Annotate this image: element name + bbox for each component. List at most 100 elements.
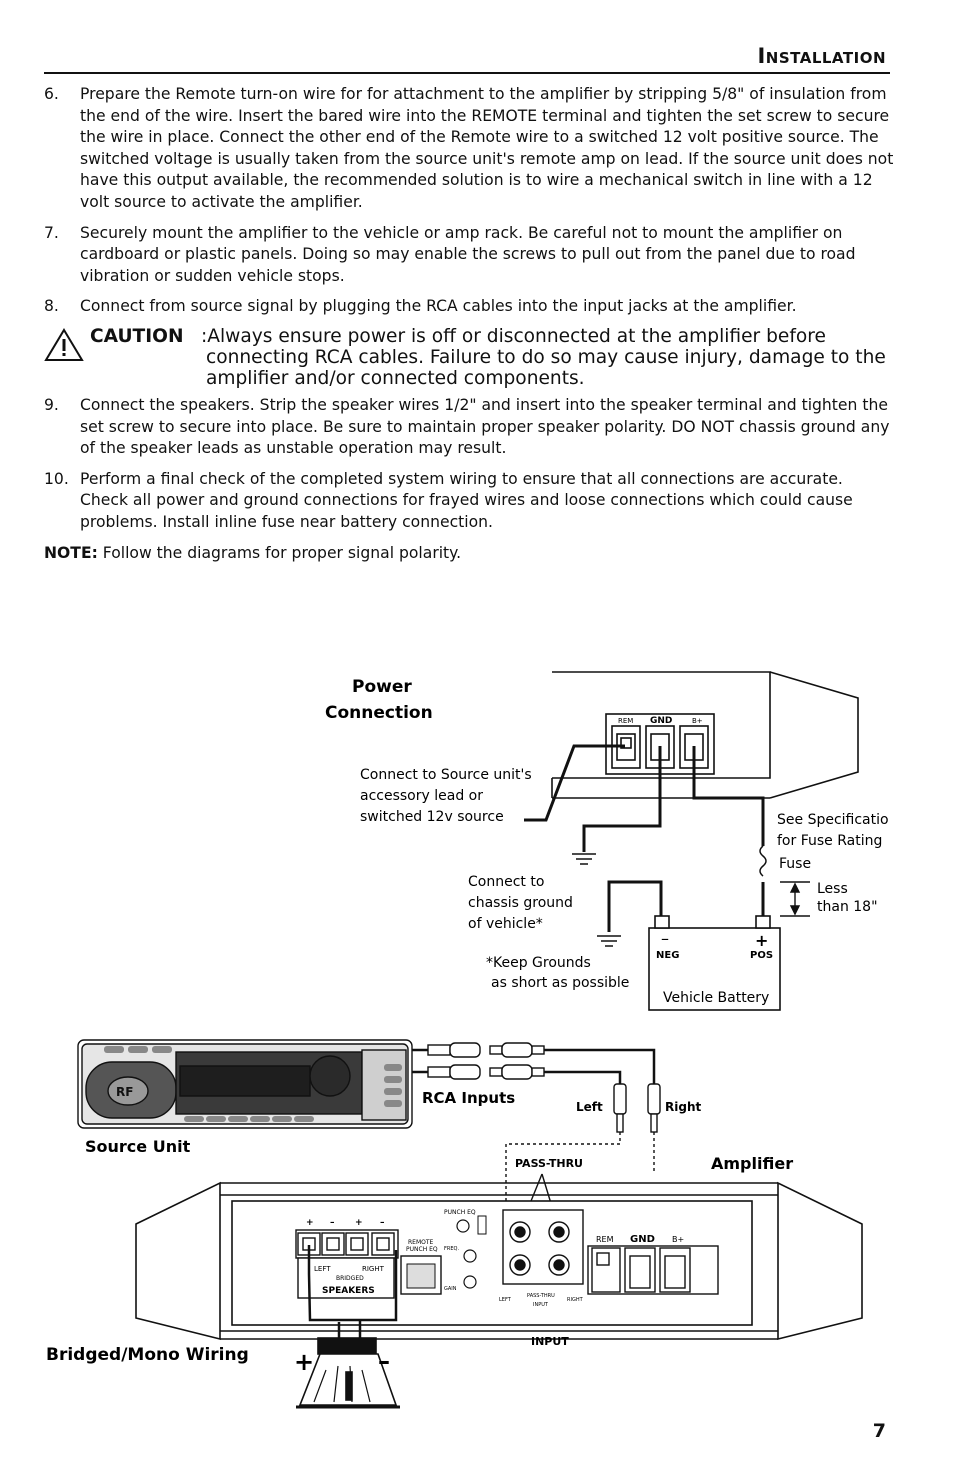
speakers-label: SPEAKERS <box>322 1286 375 1296</box>
speaker-image <box>296 1337 400 1409</box>
freq-label: FREQ. <box>444 1246 459 1252</box>
rca-cables <box>427 1042 545 1080</box>
power-title-2: Connection <box>325 703 433 723</box>
spec-note-1: See Specificatio <box>777 812 889 828</box>
fuse-label: Fuse <box>779 856 811 872</box>
wiring-diagram: REM GND B+ – + NEG POS Vehicle Battery P… <box>46 671 889 1409</box>
instructions: 6. Prepare the Remote turn-on wire for f… <box>44 84 894 564</box>
speaker-plus: + <box>294 1348 314 1376</box>
amp-bplus-label: B+ <box>672 1235 684 1244</box>
gain-label: GAIN <box>444 1286 457 1292</box>
spk-right-label: RIGHT <box>362 1265 385 1273</box>
amp-gnd-label: GND <box>630 1234 655 1245</box>
step-number: 7. <box>44 223 59 242</box>
rca-jack-panel <box>502 1209 584 1285</box>
input-pass-label: PASS-THRU <box>527 1293 555 1299</box>
caution-label: CAUTION <box>90 325 184 347</box>
bridged-title: Bridged/Mono Wiring <box>46 1345 249 1365</box>
note-label: NOTE: <box>44 543 98 562</box>
step-text: Connect from source signal by plugging t… <box>80 297 797 316</box>
note-text: Follow the diagrams for proper signal po… <box>97 543 462 562</box>
step-item: 6. Prepare the Remote turn-on wire for f… <box>44 84 894 214</box>
step-number: 6. <box>44 85 59 103</box>
gain-knob <box>463 1275 477 1289</box>
source-note-3: switched 12v source <box>360 809 504 825</box>
input-label: INPUT <box>531 1335 569 1348</box>
term-sign-4: – <box>380 1218 385 1228</box>
caution-line-2: connecting RCA cables. Failure to do so … <box>206 346 886 390</box>
remote-label-1: REMOTE <box>408 1239 434 1246</box>
pass-thru-label: PASS-THRU <box>515 1157 583 1170</box>
rca-right-label: Right <box>665 1100 701 1114</box>
remote-label-2: PUNCH EQ <box>406 1246 438 1253</box>
amplifier-body <box>135 1181 863 1341</box>
page-number: 7 <box>872 1420 886 1442</box>
term-sign-1: + <box>306 1218 314 1228</box>
input-right-label: RIGHT <box>567 1297 584 1303</box>
pos-label: POS <box>750 950 773 961</box>
step-item: 10. Perform a final check of the complet… <box>44 469 894 534</box>
caution-block: CAUTION :Always ensure power is off or d… <box>44 325 894 390</box>
warning-icon <box>44 327 84 361</box>
source-note-2: accessory lead or <box>360 788 483 804</box>
grounds-note-1: *Keep Grounds <box>486 955 591 971</box>
rem-label: REM <box>618 717 633 725</box>
mode-switch <box>477 1215 487 1235</box>
battery-plus: + <box>755 931 768 950</box>
distance-marker <box>780 881 810 917</box>
ground-symbols <box>572 853 621 947</box>
step-text: Connect the speakers. Strip the speaker … <box>80 395 890 458</box>
spk-left-label: LEFT <box>314 1265 331 1273</box>
source-unit-label: Source Unit <box>85 1137 191 1156</box>
punch-eq-label: PUNCH EQ <box>444 1209 476 1216</box>
freq-knob <box>463 1249 477 1263</box>
gnd-label: GND <box>650 716 672 726</box>
amplifier-label: Amplifier <box>711 1154 793 1173</box>
input-left-label: LEFT <box>499 1297 512 1303</box>
page-header: Installation <box>44 44 890 74</box>
spec-note-2: for Fuse Rating <box>777 833 882 849</box>
step-item: 7. Securely mount the amplifier to the v… <box>44 223 894 288</box>
step-item: 8. Connect from source signal by pluggin… <box>44 296 894 318</box>
power-wires <box>524 744 765 932</box>
amp-speaker-terminals <box>295 1229 399 1299</box>
svg-text:RF: RF <box>116 1085 133 1099</box>
note: NOTE: Follow the diagrams for proper sig… <box>44 543 894 565</box>
battery-label: Vehicle Battery <box>663 990 769 1006</box>
amp-power-terminals <box>587 1245 719 1295</box>
source-note-1: Connect to Source unit's <box>360 767 532 783</box>
caution-line-1: :Always ensure power is off or disconnec… <box>201 325 826 347</box>
chassis-note-3: of vehicle* <box>468 916 543 932</box>
rca-plugs <box>613 1083 661 1133</box>
term-sign-3: + <box>355 1218 363 1228</box>
amp-rem-label: REM <box>596 1235 614 1244</box>
step-text: Securely mount the amplifier to the vehi… <box>80 223 856 285</box>
section-title: Installation <box>757 44 886 68</box>
speaker-minus: – <box>378 1347 390 1375</box>
bridged-label: BRIDGED <box>336 1275 364 1282</box>
neg-label: NEG <box>656 950 679 961</box>
grounds-note-2: as short as possible <box>491 975 629 991</box>
step-item: 9. Connect the speakers. Strip the speak… <box>44 395 894 460</box>
chassis-note-2: chassis ground <box>468 895 573 911</box>
term-sign-2: – <box>330 1218 335 1228</box>
chassis-note-1: Connect to <box>468 874 544 890</box>
step-number: 10. <box>44 469 69 488</box>
fuse-symbol <box>759 845 767 877</box>
punch-eq-knob <box>456 1219 470 1233</box>
input-input-label: INPUT <box>533 1302 549 1308</box>
step-text: Perform a final check of the completed s… <box>80 469 853 531</box>
battery <box>648 915 781 1011</box>
less-label-2: than 18" <box>817 899 878 915</box>
step-number: 8. <box>44 297 59 316</box>
rca-inputs-label: RCA Inputs <box>422 1089 515 1107</box>
less-label-1: Less <box>817 881 848 897</box>
step-text: Prepare the Remote turn-on wire for for … <box>80 85 894 211</box>
source-unit-image: RF <box>77 1039 413 1129</box>
battery-minus: – <box>661 929 669 948</box>
step-number: 9. <box>44 395 59 414</box>
rca-left-label: Left <box>576 1100 603 1114</box>
power-title-1: Power <box>352 677 412 697</box>
bplus-label: B+ <box>692 717 703 725</box>
rca-wires <box>412 1048 656 1084</box>
